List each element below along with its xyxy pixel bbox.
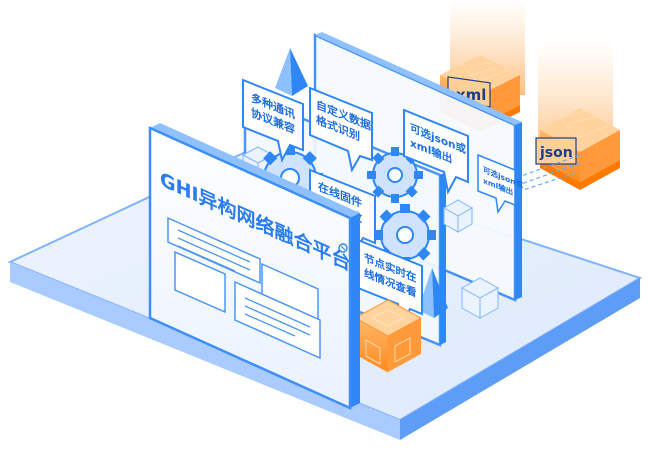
platform-window: GHI异构网络融合平台 xyxy=(148,123,360,410)
cube-icon xyxy=(442,199,474,233)
bubble-output: 可选json或xml输出 xyxy=(403,108,469,195)
bubble-protocol: 多种通讯协议兼容 xyxy=(242,78,304,163)
gear-icon xyxy=(367,147,423,203)
pyramid-icon xyxy=(275,48,308,96)
cube-icon xyxy=(460,277,500,319)
json-data-box: json xyxy=(535,107,620,190)
close-icon xyxy=(338,243,348,253)
bubble-custom: 自定义数据格式识别 xyxy=(309,86,373,173)
json-label: json xyxy=(539,145,573,161)
orange-cube xyxy=(353,299,423,373)
connection-lines xyxy=(504,154,581,197)
